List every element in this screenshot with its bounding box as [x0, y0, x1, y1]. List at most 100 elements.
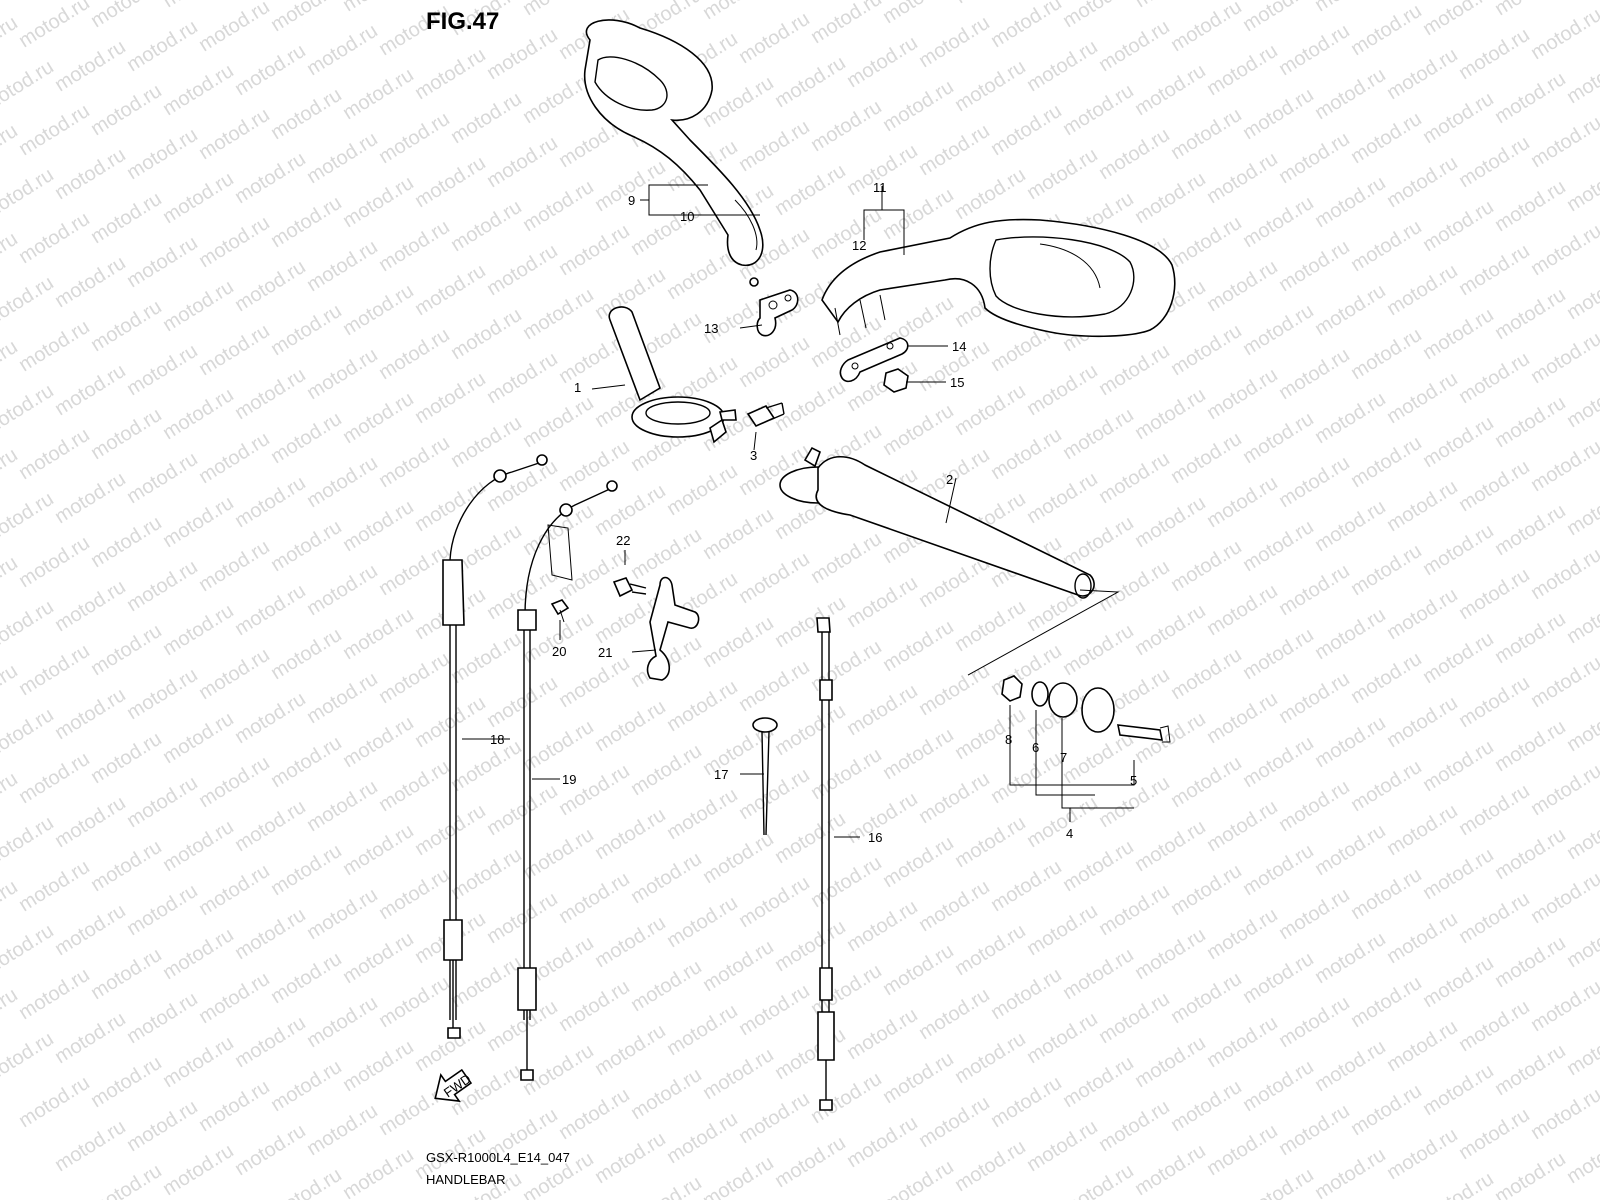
watermark-text: motod.ru [915, 768, 994, 828]
callout-6: 6 [1032, 740, 1039, 755]
watermark-text: motod.ru [1203, 256, 1282, 316]
watermark-text: motod.ru [1167, 212, 1246, 272]
watermark-text: motod.ru [87, 1160, 166, 1200]
watermark-text: motod.ru [87, 404, 166, 464]
callout-16: 16 [868, 830, 882, 845]
watermark-text: motod.ru [1347, 216, 1426, 276]
watermark-text: motod.ru [987, 100, 1066, 160]
watermark-text: motod.ru [735, 980, 814, 1040]
watermark-text: motod.ru [1059, 80, 1138, 140]
handlebar-2 [779, 446, 1095, 599]
watermark-text: motod.ru [1239, 840, 1318, 900]
watermark-text: motod.ru [231, 40, 310, 100]
watermark-text: motod.ru [231, 796, 310, 856]
watermark-text: motod.ru [951, 704, 1030, 764]
watermark-text: motod.ru [879, 616, 958, 676]
callout-22: 22 [616, 533, 630, 548]
watermark-text: motod.ru [807, 852, 886, 912]
watermark-text: motod.ru [1527, 436, 1600, 496]
watermark-text: motod.ru [1491, 0, 1570, 20]
callout-19: 19 [562, 772, 576, 787]
watermark-text: motod.ru [627, 956, 706, 1016]
watermark-text: motod.ru [1167, 968, 1246, 1028]
watermark-text: motod.ru [1419, 1060, 1498, 1120]
watermark-text: motod.ru [915, 120, 994, 180]
callout-11: 11 [873, 180, 887, 195]
watermark-text: motod.ru [1275, 236, 1354, 296]
watermark-text: motod.ru [1275, 128, 1354, 188]
watermark-text: motod.ru [555, 220, 634, 280]
watermark-text: motod.ru [267, 300, 346, 360]
watermark-text: motod.ru [51, 360, 130, 420]
watermark-text: motod.ru [267, 840, 346, 900]
watermark-text: motod.ru [555, 1084, 634, 1144]
watermark-text: motod.ru [15, 100, 94, 160]
watermark-text: motod.ru [1491, 932, 1570, 992]
watermark-text: motod.ru [699, 828, 778, 888]
watermark-text: motod.ru [1311, 928, 1390, 988]
watermark-text: motod.ru [1095, 1096, 1174, 1156]
watermark-text: motod.ru [951, 920, 1030, 980]
watermark-text: motod.ru [87, 620, 166, 680]
watermark-text: motod.ru [843, 1004, 922, 1064]
watermark-text: motod.ru [1347, 432, 1426, 492]
watermark-text: motod.ru [807, 96, 886, 156]
watermark-text: motod.ru [1527, 1084, 1600, 1144]
watermark-text: motod.ru [807, 744, 886, 804]
watermark-text: motod.ru [1239, 948, 1318, 1008]
watermark-text: motod.ru [1275, 884, 1354, 944]
watermark-text: motod.ru [1167, 644, 1246, 704]
watermark-text: motod.ru [267, 624, 346, 684]
watermark-text: motod.ru [1419, 304, 1498, 364]
watermark-text: motod.ru [447, 196, 526, 256]
watermark-text: motod.ru [987, 748, 1066, 808]
watermark-text: motod.ru [1491, 500, 1570, 560]
watermark-text: motod.ru [1419, 520, 1498, 580]
throttle-grip-1 [608, 306, 737, 444]
watermark-text: motod.ru [735, 8, 814, 68]
watermark-text: motod.ru [267, 1164, 346, 1200]
watermark-text: motod.ru [843, 572, 922, 632]
leader-lines [462, 184, 1135, 838]
watermark-text: motod.ru [339, 496, 418, 556]
watermark-text: motod.ru [1491, 176, 1570, 236]
watermark-text: motod.ru [1455, 996, 1534, 1056]
watermark-text: motod.ru [951, 1028, 1030, 1088]
watermark-text: motod.ru [15, 748, 94, 808]
watermark-text: motod.ru [1275, 776, 1354, 836]
watermark-text: motod.ru [1563, 1020, 1600, 1080]
watermark-text: motod.ru [339, 0, 418, 16]
watermark-text: motod.ru [1275, 452, 1354, 512]
watermark-text: motod.ru [51, 36, 130, 96]
watermark-text: motod.ru [1203, 580, 1282, 640]
watermark-text: motod.ru [0, 272, 58, 332]
watermark-text: motod.ru [915, 984, 994, 1044]
watermark-text: motod.ru [303, 560, 382, 620]
watermark-text: motod.ru [1455, 1104, 1534, 1164]
watermark-text: motod.ru [159, 600, 238, 660]
watermark-text: motod.ru [1059, 404, 1138, 464]
watermark-text: motod.ru [879, 76, 958, 136]
watermark-text: motod.ru [1167, 428, 1246, 488]
callout-20: 20 [552, 644, 566, 659]
watermark-text: motod.ru [1383, 800, 1462, 860]
watermark-text: motod.ru [231, 904, 310, 964]
watermark-text: motod.ru [1167, 752, 1246, 812]
watermark-text: motod.ru [0, 164, 58, 224]
watermark-text: motod.ru [1023, 1116, 1102, 1176]
cable-19 [517, 480, 618, 1081]
callout-10: 10 [680, 209, 694, 224]
watermark-text: motod.ru [1347, 972, 1426, 1032]
diagram-code: GSX-R1000L4_E14_047 [426, 1150, 570, 1165]
watermark-text: motod.ru [1095, 556, 1174, 616]
watermark-text: motod.ru [627, 848, 706, 908]
callout-21: 21 [598, 645, 612, 660]
watermark-text: motod.ru [1491, 68, 1570, 128]
watermark-text: motod.ru [1167, 860, 1246, 920]
watermark-text: motod.ru [771, 1024, 850, 1084]
watermark-text: motod.ru [951, 56, 1030, 116]
watermark-text: motod.ru [1527, 760, 1600, 820]
watermark-text: motod.ru [555, 868, 634, 928]
watermark-text: motod.ru [15, 316, 94, 376]
